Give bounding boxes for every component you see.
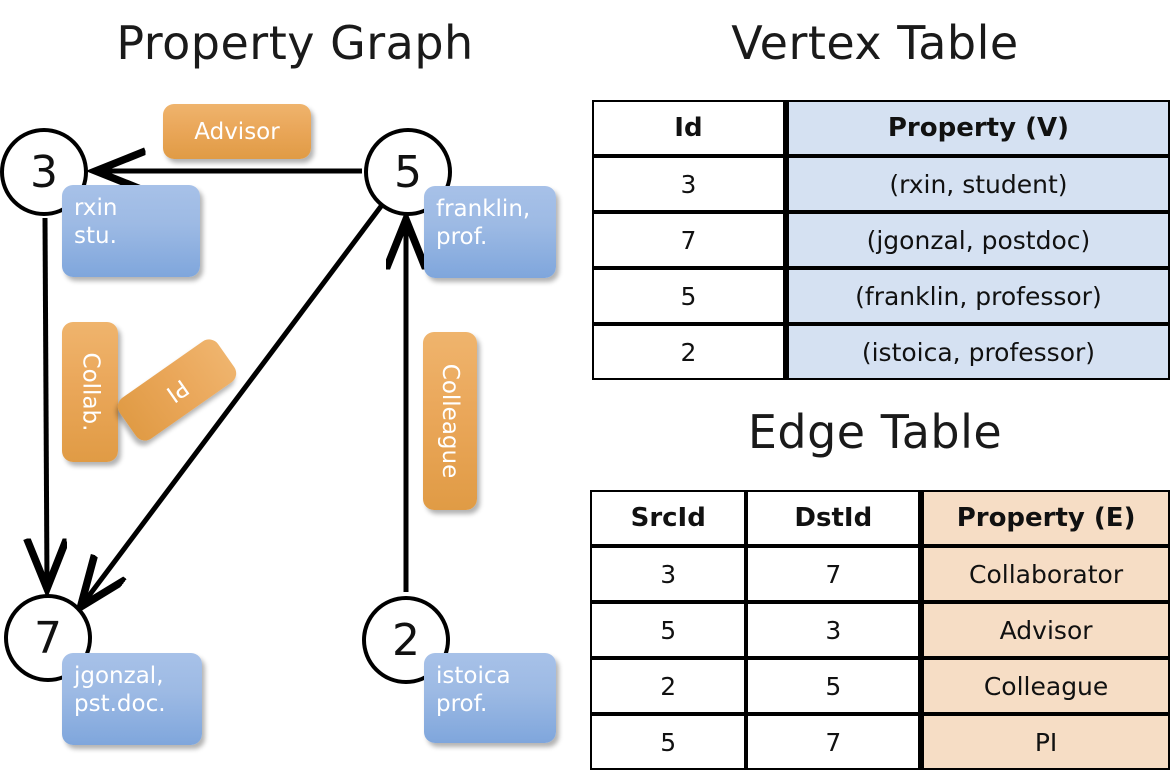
- vertex-property-box-istoica-line2: prof.: [436, 691, 488, 718]
- edge-table-cell-property: Collaborator: [920, 546, 1170, 602]
- edge-table: SrcId DstId Property (E) 3 7 Collaborato…: [590, 490, 1170, 770]
- edge-table-cell-property: Colleague: [920, 658, 1170, 714]
- edge-table-cell-dstid: 3: [746, 602, 921, 658]
- edge-table-header-row: SrcId DstId Property (E): [590, 490, 1170, 546]
- edge-table-cell-property: Advisor: [920, 602, 1170, 658]
- table-row[interactable]: 3 (rxin, student): [592, 156, 1170, 212]
- edge-label-colleague: Colleague: [423, 332, 477, 510]
- edge-label-advisor: Advisor: [163, 104, 311, 159]
- vertex-property-box-rxin: rxin stu.: [62, 185, 200, 277]
- graph-node-5-label: 5: [394, 146, 422, 198]
- edge-table-header-property: Property (E): [920, 490, 1170, 546]
- vertex-property-box-franklin-line2: prof.: [436, 224, 488, 251]
- table-row[interactable]: 5 (franklin, professor): [592, 268, 1170, 324]
- vertex-property-box-jgonzal: jgonzal, pst.doc.: [62, 653, 202, 745]
- vertex-table-cell-id: 5: [592, 268, 785, 324]
- vertex-property-box-jgonzal-line2: pst.doc.: [74, 691, 166, 718]
- vertex-property-box-rxin-line1: rxin: [74, 195, 118, 221]
- vertex-property-box-franklin: franklin, prof.: [424, 186, 556, 278]
- vertex-table: Id Property (V) 3 (rxin, student) 7 (jgo…: [592, 100, 1170, 380]
- edge-table-cell-dstid: 7: [746, 546, 921, 602]
- vertex-table-cell-property: (rxin, student): [784, 156, 1170, 212]
- vertex-property-box-franklin-line1: franklin,: [436, 196, 531, 222]
- graph-edge-arrows: [0, 0, 585, 760]
- table-row[interactable]: 2 (istoica, professor): [592, 324, 1170, 380]
- page-title-vertex-table: Vertex Table: [731, 16, 1019, 70]
- table-row[interactable]: 7 (jgonzal, postdoc): [592, 212, 1170, 268]
- vertex-property-box-rxin-line2: stu.: [74, 223, 117, 250]
- table-row[interactable]: 5 7 PI: [590, 714, 1170, 770]
- vertex-table-cell-property: (franklin, professor): [784, 268, 1170, 324]
- vertex-property-box-istoica-line1: istoica: [436, 663, 511, 689]
- edge-table-cell-srcid: 3: [590, 546, 747, 602]
- edge-label-colleague-text: Colleague: [437, 363, 464, 479]
- edge-table-header-srcid: SrcId: [590, 490, 747, 546]
- edge-arrow-collab: [45, 217, 47, 586]
- vertex-table-cell-id: 3: [592, 156, 785, 212]
- edge-table-cell-srcid: 2: [590, 658, 747, 714]
- page-title-edge-table: Edge Table: [747, 405, 1003, 459]
- edge-arrow-pi: [82, 203, 384, 605]
- edge-table-cell-property: PI: [920, 714, 1170, 770]
- vertex-table-header-property: Property (V): [784, 100, 1170, 156]
- edge-label-collab-text: Collab.: [77, 352, 104, 432]
- vertex-table-cell-property: (istoica, professor): [784, 324, 1170, 380]
- vertex-table-header-id: Id: [592, 100, 785, 156]
- table-row[interactable]: 3 7 Collaborator: [590, 546, 1170, 602]
- edge-table-cell-dstid: 7: [746, 714, 921, 770]
- vertex-table-cell-id: 2: [592, 324, 785, 380]
- table-row[interactable]: 5 3 Advisor: [590, 602, 1170, 658]
- table-row[interactable]: 2 5 Colleague: [590, 658, 1170, 714]
- edge-table-header-dstid: DstId: [746, 490, 921, 546]
- edge-table-cell-dstid: 5: [746, 658, 921, 714]
- graph-node-2[interactable]: 2: [362, 596, 450, 684]
- property-graph-diagram: 3 5 7 2 rxin stu. franklin, prof. jgonza…: [0, 0, 585, 760]
- page-title-property-graph: Property Graph: [116, 16, 474, 70]
- edge-label-advisor-text: Advisor: [194, 118, 280, 145]
- vertex-property-box-jgonzal-line1: jgonzal,: [74, 663, 164, 689]
- vertex-table-cell-id: 7: [592, 212, 785, 268]
- vertex-property-box-istoica: istoica prof.: [424, 653, 556, 743]
- vertex-table-cell-property: (jgonzal, postdoc): [784, 212, 1170, 268]
- graph-node-3-label: 3: [30, 146, 58, 198]
- edge-label-pi-text: PI: [161, 373, 193, 407]
- vertex-table-header-row: Id Property (V): [592, 100, 1170, 156]
- edge-label-collab: Collab.: [62, 322, 118, 462]
- graph-node-2-label: 2: [392, 614, 420, 666]
- edge-table-cell-srcid: 5: [590, 714, 747, 770]
- edge-table-cell-srcid: 5: [590, 602, 747, 658]
- graph-node-7-label: 7: [34, 612, 62, 664]
